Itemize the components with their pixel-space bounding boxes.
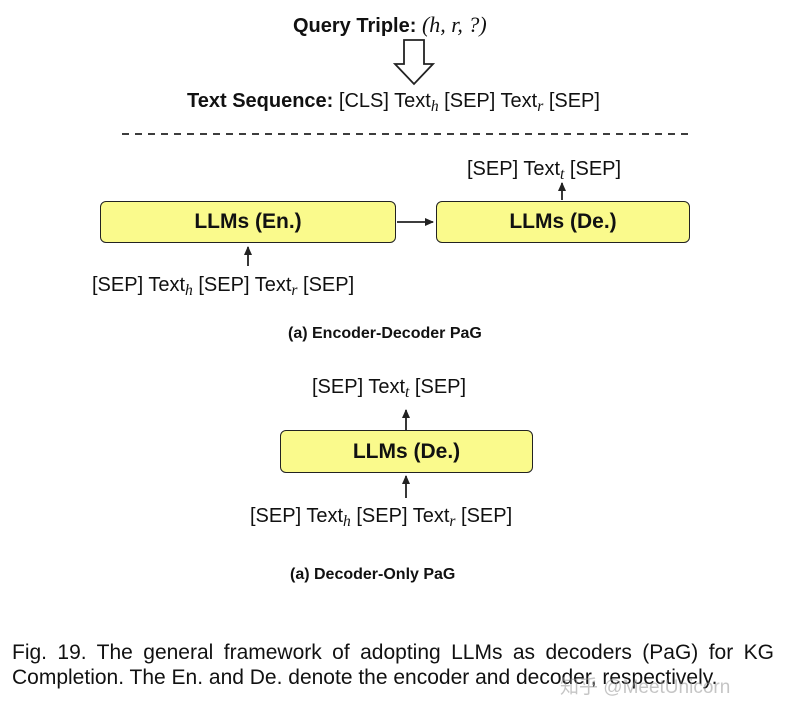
deconly-input-mid: [SEP] Text	[350, 505, 450, 527]
encdec-output-suffix: [SEP]	[564, 158, 622, 180]
encdec-input-sub-h: h	[185, 281, 193, 299]
encdec-input-prefix: [SEP] Text	[92, 274, 186, 296]
text-sequence-cls: [CLS] Text	[338, 90, 431, 112]
encdec-output-text: [SEP] Textt [SEP]	[467, 158, 621, 184]
encoder-box: LLMs (En.)	[100, 201, 396, 243]
text-sequence-sub-r: r	[537, 97, 544, 115]
encdec-caption: (a) Encoder-Decoder PaG	[288, 325, 482, 342]
deconly-input-text: [SEP] Texth [SEP] Textr [SEP]	[250, 505, 512, 531]
decoder-box: LLMs (De.)	[436, 201, 690, 243]
deconly-output-prefix: [SEP] Text	[312, 376, 406, 398]
figure-caption: Fig. 19. The general framework of adopti…	[12, 641, 774, 689]
decoder-only-box: LLMs (De.)	[280, 430, 533, 473]
text-sequence-sub-h: h	[430, 97, 439, 115]
deconly-output-suffix: [SEP]	[409, 376, 467, 398]
deconly-input-sub-h: h	[343, 512, 351, 530]
text-sequence-label: Text Sequence:	[187, 90, 334, 112]
encdec-input-suffix: [SEP]	[297, 274, 355, 296]
encdec-input-sub-r: r	[291, 281, 298, 299]
deconly-input-prefix: [SEP] Text	[250, 505, 344, 527]
query-triple-line: Query Triple: (h, r, ?)	[293, 12, 487, 38]
query-triple-value: (h, r, ?)	[421, 12, 487, 37]
deconly-input-sub-r: r	[449, 512, 456, 530]
watermark: 知乎 @MeetUnicorn	[560, 677, 731, 698]
text-sequence-line: Text Sequence: [CLS] Texth [SEP] Textr […	[187, 90, 600, 116]
encdec-input-text: [SEP] Texth [SEP] Textr [SEP]	[92, 274, 354, 300]
deconly-caption: (a) Decoder-Only PaG	[290, 566, 456, 583]
encdec-input-mid: [SEP] Text	[192, 274, 292, 296]
query-triple-label: Query Triple:	[293, 15, 417, 37]
encdec-output-prefix: [SEP] Text	[467, 158, 561, 180]
deconly-output-sub: t	[405, 383, 410, 401]
encdec-output-sub: t	[560, 165, 565, 183]
text-sequence-sep2: [SEP]	[543, 90, 600, 112]
deconly-output-text: [SEP] Textt [SEP]	[312, 376, 466, 402]
hollow-down-arrow-icon	[392, 39, 436, 86]
text-sequence-sep1: [SEP] Text	[438, 90, 538, 112]
deconly-input-suffix: [SEP]	[455, 505, 513, 527]
